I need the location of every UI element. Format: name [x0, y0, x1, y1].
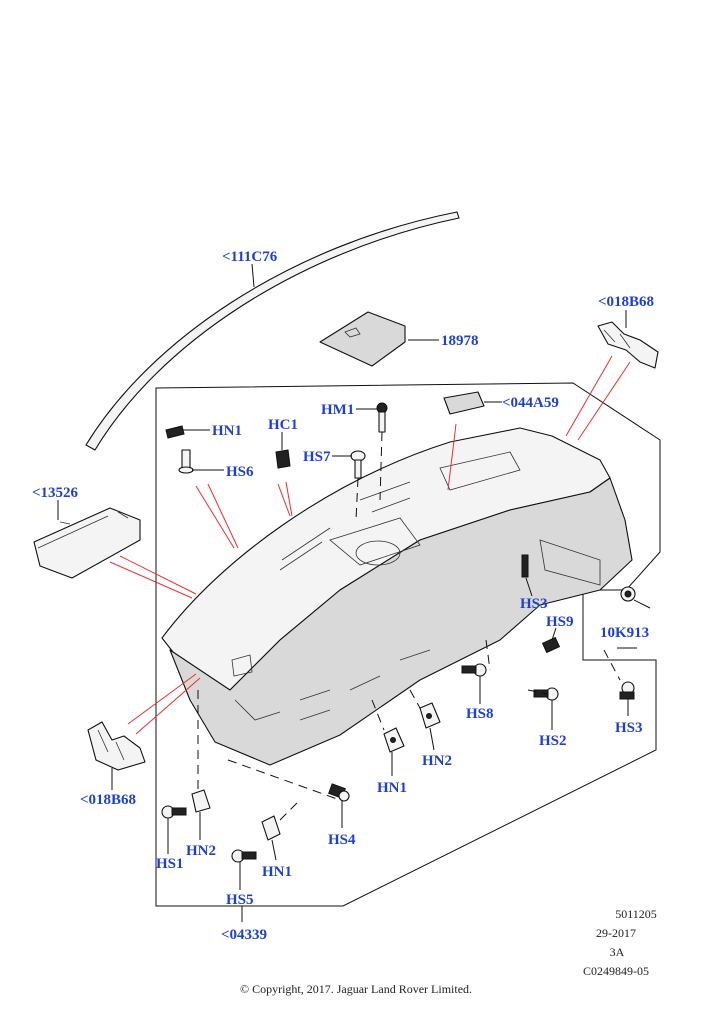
side-bracket-left: [87, 721, 146, 771]
callout-HN1-mid: HN1: [377, 780, 407, 796]
fastener-hm1: [376, 402, 388, 433]
fastener-hs8: [461, 663, 487, 677]
callout-HN2-right: HN2: [422, 753, 452, 769]
fastener-hs9: [541, 636, 561, 654]
red-pointer-lines: [109, 355, 631, 735]
callout-HS1: HS1: [156, 856, 184, 872]
callout-111C76: <111C76: [222, 249, 278, 265]
fastener-hn1-top: [165, 425, 185, 439]
callout-HN1-top: HN1: [212, 423, 242, 439]
dashboard-lower-structure: [169, 477, 633, 766]
windscreen-trim-strip: [85, 211, 460, 451]
fastener-hn2-left: [191, 789, 211, 813]
fastener-hn2-right: [419, 702, 441, 729]
fastener-hs3-right: [521, 554, 529, 578]
reference-line-3: 3A: [610, 945, 625, 959]
copyright-notice: © Copyright, 2017. Jaguar Land Rover Lim…: [240, 982, 472, 996]
assembly-frame: [155, 382, 661, 907]
callout-HN1-low: HN1: [262, 864, 292, 880]
callout-HS8: HS8: [466, 706, 494, 722]
control-module: [443, 391, 485, 415]
callout-HC1: HC1: [268, 417, 298, 433]
fastener-hs7: [350, 450, 366, 479]
fastener-hs4: [328, 783, 350, 802]
callout-HS2: HS2: [539, 733, 567, 749]
callout-018B68-top: <018B68: [598, 294, 654, 310]
fastener-10k913: [620, 586, 636, 602]
leader-lines: [57, 263, 651, 922]
callout-HS9: HS9: [546, 614, 574, 630]
callout-HS3-low: HS3: [615, 720, 643, 736]
fastener-hn1-mid: [383, 727, 405, 753]
callout-HS4: HS4: [328, 832, 356, 848]
fastener-hc1: [275, 449, 291, 469]
reference-line-1: 5011205: [615, 907, 657, 921]
callout-HM1: HM1: [321, 402, 354, 418]
callout-10K913: 10K913: [600, 625, 649, 641]
dashed-guides: [197, 431, 621, 821]
callout-HS5: HS5: [226, 892, 254, 908]
callout-HS3-right: HS3: [520, 596, 548, 612]
callout-18978: 18978: [441, 333, 479, 349]
reference-line-2: 29-2017: [596, 926, 636, 940]
callout-04339: <04339: [221, 927, 267, 943]
callout-044A59: <044A59: [502, 395, 559, 411]
callout-018B68-left: <018B68: [80, 792, 136, 808]
fastener-hs1: [161, 805, 187, 819]
callout-HS7: HS7: [303, 449, 331, 465]
speaker-grille-cover: [319, 311, 406, 367]
fastener-hs3-low: [619, 681, 635, 700]
callout-13526: <13526: [32, 485, 79, 501]
callout-HN2-left: HN2: [186, 843, 216, 859]
knee-airbag-module: [33, 507, 141, 579]
fastener-hs6: [178, 449, 194, 474]
callout-HS6: HS6: [226, 464, 254, 480]
fastener-hs5: [231, 849, 257, 863]
fastener-hn1-low: [261, 815, 281, 841]
reference-line-4: C0249849-05: [583, 964, 649, 978]
